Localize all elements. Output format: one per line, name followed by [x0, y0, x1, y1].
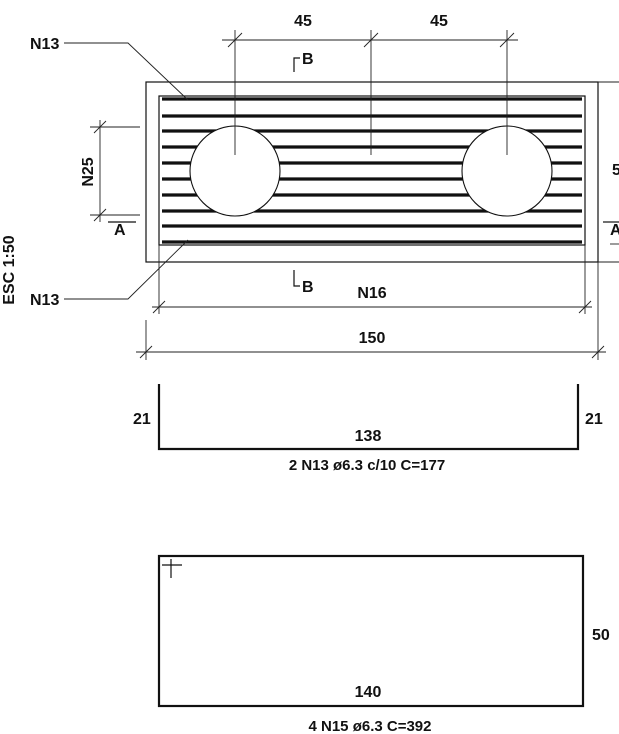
- bar-n13-caption: 2 N13 ø6.3 c/10 C=177: [289, 457, 445, 474]
- n16-label: N16: [357, 285, 386, 302]
- dim-tick: [578, 300, 592, 314]
- section-a-left-label: A: [114, 222, 126, 239]
- dim-tick: [227, 32, 243, 48]
- dim-tick: [499, 32, 515, 48]
- plan-view: 45 45 B B N13 N13 N25 A A 5 ESC 1:50: [1, 13, 619, 360]
- section-b-bottom-label: B: [302, 279, 314, 296]
- dim-tick: [139, 345, 153, 359]
- n13-top-leader: [64, 42, 189, 101]
- bar-n13-left-leg: 21: [133, 411, 151, 428]
- overall-dimension-label: 150: [359, 330, 386, 347]
- dim-45-left: 45: [294, 13, 312, 30]
- stirrup-n15-height: 50: [592, 627, 610, 644]
- section-b-top-label: B: [302, 51, 314, 68]
- stirrup-n15-width: 140: [355, 684, 382, 701]
- rebar-cage-outline: [158, 95, 586, 246]
- stirrup-n15-caption: 4 N15 ø6.3 C=392: [309, 718, 432, 734]
- dim-tick: [93, 120, 107, 134]
- section-b-bottom-marker: [293, 270, 300, 287]
- n13-top-label: N13: [30, 36, 59, 53]
- n13-bottom-leader: [64, 239, 189, 300]
- n25-label: N25: [80, 157, 97, 186]
- dim-tick: [93, 208, 107, 222]
- section-b-top-marker: [293, 57, 300, 72]
- bar-n13-shape: [157, 384, 580, 451]
- dim-tick: [363, 32, 379, 48]
- right-edge-label: 5: [612, 162, 619, 179]
- section-a-right-label: A: [610, 222, 619, 239]
- dim-tick: [152, 300, 166, 314]
- scale-note: ESC 1:50: [1, 235, 18, 304]
- bar-n13-length: 138: [355, 428, 382, 445]
- slab-outline: [145, 81, 599, 263]
- bar-n13-right-leg: 21: [585, 411, 603, 428]
- bar-n13-detail: 21 21 138 2 N13 ø6.3 c/10 C=177: [133, 384, 603, 474]
- dim-45-right: 45: [430, 13, 448, 30]
- dim-tick: [591, 345, 605, 359]
- stirrup-n15-shape: [157, 554, 585, 708]
- stirrup-n15-detail: 140 50 4 N15 ø6.3 C=392: [157, 554, 610, 734]
- n13-bottom-label: N13: [30, 292, 59, 309]
